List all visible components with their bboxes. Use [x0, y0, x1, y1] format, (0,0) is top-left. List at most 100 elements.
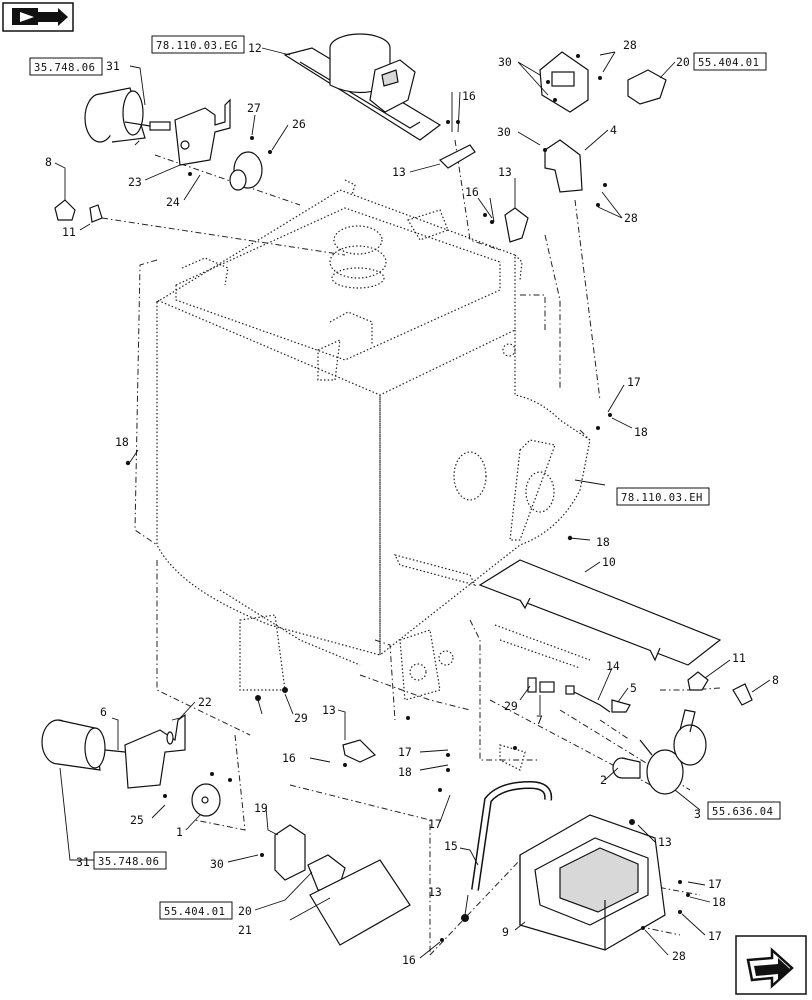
callout-label: 13	[498, 165, 512, 179]
fitting-part-11-upper	[89, 204, 103, 223]
callout-label: 15	[444, 839, 458, 853]
ref-text: 55.636.04	[712, 806, 773, 818]
callout-label: 18	[712, 895, 726, 909]
callout-label: 11	[62, 225, 76, 239]
callout-label: 18	[634, 425, 648, 439]
ref-box-3[interactable]: 55.404.01	[693, 52, 767, 71]
callout-labels: 12 31 28 30 20 16 27 26 8 23 24 11 13 30…	[45, 38, 779, 967]
phantom-lines	[101, 139, 721, 956]
pin-part-5	[611, 699, 631, 713]
handle-part-15	[471, 780, 553, 891]
ref-text: 55.404.01	[698, 57, 759, 69]
callout-label: 13	[322, 703, 336, 717]
callout-label: 30	[210, 857, 224, 871]
motor-part-31-upper	[84, 87, 171, 143]
ref-box-6[interactable]: 35.748.06	[93, 851, 167, 870]
next-page-arrow-icon[interactable]	[735, 935, 807, 995]
ref-text: 35.748.06	[34, 62, 95, 74]
ref-text: 78.110.03.EG	[156, 40, 238, 52]
knob-part-2	[612, 757, 641, 779]
callout-label: 21	[238, 923, 252, 937]
callout-label: 31	[76, 855, 90, 869]
callout-label: 22	[198, 695, 212, 709]
hopper-tank	[156, 179, 591, 771]
clip-part-13-right	[504, 207, 529, 243]
callout-label: 20	[676, 55, 690, 69]
callout-label: 18	[596, 535, 610, 549]
lamp-part-3	[639, 709, 707, 795]
rod-part-14	[565, 685, 611, 713]
fastener-dots	[125, 54, 690, 942]
bracket-part-22	[124, 713, 186, 789]
callout-label: 30	[498, 55, 512, 69]
callout-label: 25	[130, 813, 144, 827]
callout-label: 12	[248, 41, 262, 55]
callout-label: 9	[502, 925, 509, 939]
callout-label: 16	[465, 185, 479, 199]
callout-label: 1	[176, 825, 183, 839]
callout-label: 8	[772, 673, 779, 687]
callout-label: 16	[282, 751, 296, 765]
bracket-part-23	[174, 98, 231, 166]
cover-part-9	[519, 814, 666, 951]
ref-box-1[interactable]: 78.110.03.EG	[151, 35, 245, 54]
callout-label: 8	[45, 155, 52, 169]
clip-part-13-lower	[342, 739, 377, 763]
callout-label: 24	[166, 195, 180, 209]
callout-label: 31	[106, 59, 120, 73]
callout-label: 7	[536, 713, 543, 727]
callout-label: 6	[100, 705, 107, 719]
disk-part-1	[191, 783, 221, 817]
plate-part-10	[478, 559, 722, 666]
motor-part-31-lower	[41, 719, 126, 771]
plug-part-20-upper	[627, 69, 667, 105]
callout-label: 17	[428, 817, 442, 831]
callout-label: 14	[606, 659, 620, 673]
callout-label: 28	[623, 38, 637, 52]
callout-label: 28	[624, 211, 638, 225]
callout-label: 17	[708, 929, 722, 943]
ref-box-7[interactable]: 55.404.01	[159, 901, 233, 920]
callout-label: 28	[672, 949, 686, 963]
fitting-part-8-right	[732, 683, 753, 706]
callout-label: 3	[694, 807, 701, 821]
callout-label: 18	[115, 435, 129, 449]
fitting-part-8-upper	[54, 199, 76, 221]
callout-label: 26	[292, 117, 306, 131]
ref-box-4[interactable]: 78.110.03.EH	[616, 487, 710, 506]
spacer-part-7	[527, 677, 555, 693]
callout-label: 17	[398, 745, 412, 759]
book-arrow-icon[interactable]	[2, 2, 74, 32]
disk-part-26	[229, 151, 263, 191]
callout-label: 13	[392, 165, 406, 179]
callout-label: 16	[402, 953, 416, 967]
bracket-part-4	[544, 139, 583, 193]
callout-label: 17	[627, 375, 641, 389]
callout-label: 30	[497, 125, 511, 139]
ref-box-5[interactable]: 55.636.04	[707, 801, 781, 820]
callout-label: 18	[398, 765, 412, 779]
ref-box-2[interactable]: 35.748.06	[29, 57, 103, 76]
callout-label: 5	[630, 681, 637, 695]
fitting-part-11-right	[687, 671, 709, 691]
callout-label: 20	[238, 904, 252, 918]
ref-text: 35.748.06	[98, 856, 159, 868]
cover-part-12	[283, 33, 442, 141]
callout-label: 23	[128, 175, 142, 189]
callout-label: 13	[428, 885, 442, 899]
callout-label: 17	[708, 877, 722, 891]
bracket-part-19	[274, 824, 306, 881]
callout-label: 4	[610, 123, 617, 137]
leader-lines	[54, 47, 771, 959]
callout-label: 16	[462, 89, 476, 103]
callout-label: 27	[247, 101, 261, 115]
ref-text: 78.110.03.EH	[621, 492, 703, 504]
ref-text: 55.404.01	[164, 906, 225, 918]
callout-label: 2	[600, 773, 607, 787]
pad-part-upper-right	[539, 51, 589, 113]
callout-label: 29	[504, 699, 518, 713]
callout-label: 13	[658, 835, 672, 849]
plate-part-21	[309, 859, 411, 946]
callout-label: 10	[602, 555, 616, 569]
